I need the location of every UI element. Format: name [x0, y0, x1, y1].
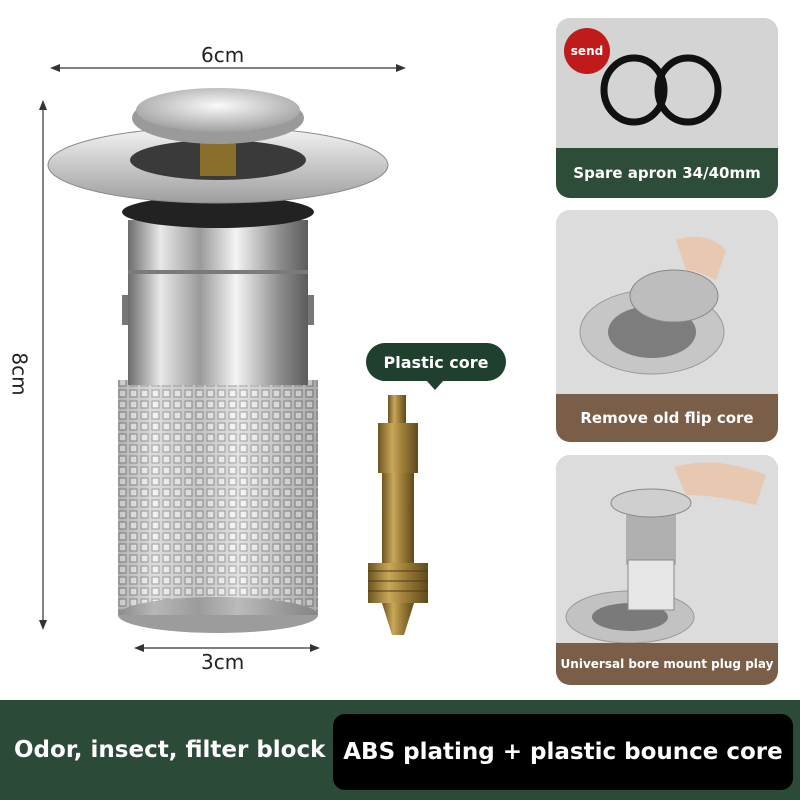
bottom-width-dimension-line: [134, 644, 320, 652]
spare-apron-panel: send Spare apron 34/40mm: [556, 18, 778, 198]
top-width-dimension-line: [50, 64, 406, 72]
footer-feature-text: Odor, insect, filter block: [14, 737, 326, 763]
universal-bore-panel: Universal bore mount plug play: [556, 455, 778, 685]
footer-banner: Odor, insect, filter block ABS plating +…: [0, 700, 800, 800]
spare-apron-caption: Spare apron 34/40mm: [556, 148, 778, 198]
plastic-core-image: [368, 395, 428, 635]
top-width-label: 6cm: [201, 43, 245, 67]
universal-bore-caption: Universal bore mount plug play: [556, 643, 778, 685]
height-label: 8cm: [7, 352, 32, 396]
footer-material-text: ABS plating + plastic bounce core: [333, 714, 793, 790]
remove-core-panel: Remove old flip core: [556, 210, 778, 442]
bottom-width-label: 3cm: [201, 650, 245, 674]
remove-core-caption: Remove old flip core: [556, 394, 778, 442]
plastic-core-label: Plastic core: [366, 343, 506, 390]
height-dimension-line: [39, 100, 47, 630]
drain-strainer-image: [47, 88, 389, 633]
send-badge: send: [564, 28, 610, 74]
